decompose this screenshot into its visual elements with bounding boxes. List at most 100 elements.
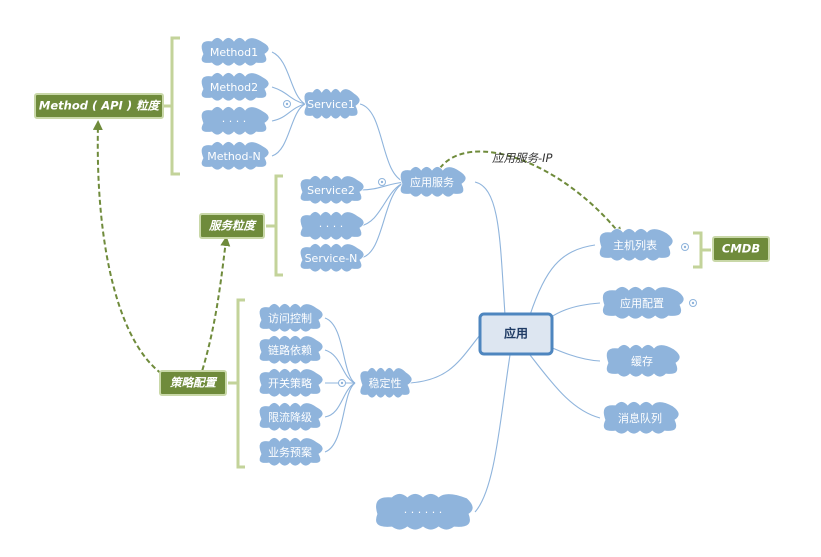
cloud-label-business-plan: 业务预案 xyxy=(268,445,312,459)
cloud-shape xyxy=(375,493,474,531)
green-label-service: 服务粒度 xyxy=(199,213,265,239)
bracket-hostlist xyxy=(693,231,703,269)
link-method2-service1 xyxy=(271,86,306,105)
cloud-node-link-dependency[interactable]: 链路依赖 xyxy=(258,335,324,365)
link-service1-appservice xyxy=(359,103,406,183)
connectors xyxy=(271,51,601,513)
cloud-node-mq[interactable]: 消息队列 xyxy=(603,401,680,435)
cloud-node-method1[interactable]: Method1 xyxy=(200,37,270,67)
link-root-hostlist xyxy=(529,244,596,316)
strategy-config-label: 策略配置 xyxy=(170,376,217,390)
link-method1-service1 xyxy=(271,51,306,105)
link-root-more xyxy=(474,354,511,513)
collapse-icon-stability[interactable] xyxy=(338,379,346,387)
link-linkdep-stability xyxy=(324,349,356,384)
cloud-shape xyxy=(299,243,365,273)
cloud-node-app-service[interactable]: 应用服务 xyxy=(399,166,467,198)
cloud-label-switch-strategy: 开关策略 xyxy=(268,376,312,390)
arrow-appservice-to-hostlist xyxy=(439,150,623,238)
cloud-node-stability[interactable]: 稳定性 xyxy=(359,367,413,399)
cloud-node-host-list[interactable]: 主机列表 xyxy=(598,228,674,262)
cloud-shape xyxy=(258,335,324,365)
cloud-node-more[interactable]: · · · · · · xyxy=(375,493,474,531)
link-plan-stability xyxy=(324,382,356,453)
cloud-node-rate-limit[interactable]: 限流降级 xyxy=(258,402,324,432)
link-servicedots-appservice xyxy=(359,181,406,227)
collapse-icon-appconfig[interactable] xyxy=(689,299,697,307)
green-label-method: Method ( API ) 粒度 xyxy=(34,93,164,119)
collapse-markers xyxy=(283,100,697,387)
cloud-node-service2[interactable]: Service2 xyxy=(299,175,365,205)
cloud-shape xyxy=(200,37,270,67)
link-root-stability xyxy=(409,334,481,384)
app-service-ip-label: 应用服务-IP xyxy=(492,151,553,165)
link-service2-appservice xyxy=(359,181,406,191)
cloud-label-host-list: 主机列表 xyxy=(613,238,657,252)
link-servicen-appservice xyxy=(359,181,406,259)
root-node[interactable]: 应用 xyxy=(478,312,554,356)
cloud-label-method-n: Method-N xyxy=(207,150,260,163)
cloud-label-app-service: 应用服务 xyxy=(410,175,454,189)
cloud-shape xyxy=(603,401,680,435)
cloud-node-switch-strategy[interactable]: 开关策略 xyxy=(258,368,324,398)
green-label-strategy: 策略配置 xyxy=(159,370,227,396)
bracket-stability xyxy=(236,298,245,469)
cloud-shape xyxy=(602,286,685,320)
cloud-label-stability: 稳定性 xyxy=(369,376,402,390)
cloud-node-app-config[interactable]: 应用配置 xyxy=(602,286,685,320)
cloud-node-method-dots[interactable]: · · · · xyxy=(200,106,270,136)
bracket-services xyxy=(274,174,283,277)
cloud-shape xyxy=(359,367,413,399)
root-label: 应用 xyxy=(504,326,528,341)
cloud-label-mq: 消息队列 xyxy=(618,411,662,425)
cloud-shape xyxy=(299,175,365,205)
cloud-node-cache[interactable]: 缓存 xyxy=(605,344,681,378)
link-methodn-service1 xyxy=(271,103,306,157)
cloud-label-app-config: 应用配置 xyxy=(620,296,664,310)
cloud-label-cache: 缓存 xyxy=(631,354,653,368)
cloud-node-service-n[interactable]: Service-N xyxy=(299,243,365,273)
cloud-shape xyxy=(258,303,324,333)
cloud-shape xyxy=(200,141,270,171)
green-label-cmdb: CMDB xyxy=(712,236,770,262)
link-root-mq xyxy=(529,354,601,419)
cloud-node-service1[interactable]: Service1 xyxy=(303,88,361,120)
cloud-shape xyxy=(258,368,324,398)
brackets xyxy=(164,36,711,469)
arrow-strategy-to-method xyxy=(92,120,169,379)
cloud-label-service-n: Service-N xyxy=(305,252,358,265)
cloud-shape xyxy=(605,344,681,378)
cloud-shape xyxy=(598,228,674,262)
cloud-shape xyxy=(299,211,365,241)
cloud-shape xyxy=(200,72,270,102)
cloud-node-method-n[interactable]: Method-N xyxy=(200,141,270,171)
method-granularity-label: Method ( API ) 粒度 xyxy=(39,99,162,113)
cloud-label-more: · · · · · · xyxy=(404,506,442,519)
collapse-icon-hostlist[interactable] xyxy=(681,243,689,251)
cloud-label-method2: Method2 xyxy=(210,81,258,94)
cloud-shape xyxy=(258,437,324,467)
link-access-stability xyxy=(324,317,356,384)
cloud-label-link-dependency: 链路依赖 xyxy=(268,343,312,357)
cloud-node-access-control[interactable]: 访问控制 xyxy=(258,303,324,333)
link-appservice-root xyxy=(474,181,506,316)
cloud-label-service2: Service2 xyxy=(307,184,355,197)
collapse-icon-service1[interactable] xyxy=(283,100,291,108)
cloud-label-service-dots: · · · · xyxy=(319,220,343,233)
cmdb-label: CMDB xyxy=(722,242,760,256)
cloud-shape xyxy=(200,106,270,136)
bracket-methods xyxy=(170,36,180,176)
dashed-arrows xyxy=(92,120,623,379)
cloud-node-service-dots[interactable]: · · · · xyxy=(299,211,365,241)
service-granularity-label: 服务粒度 xyxy=(208,219,257,233)
cloud-shape xyxy=(258,402,324,432)
collapse-icon-appservice[interactable] xyxy=(378,178,386,186)
cloud-node-business-plan[interactable]: 业务预案 xyxy=(258,437,324,467)
cloud-label-method1: Method1 xyxy=(210,46,258,59)
cloud-node-method2[interactable]: Method2 xyxy=(200,72,270,102)
arrow-strategy-to-service xyxy=(199,236,231,379)
cloud-label-access-control: 访问控制 xyxy=(268,311,312,325)
link-methoddots-service1 xyxy=(271,103,306,122)
